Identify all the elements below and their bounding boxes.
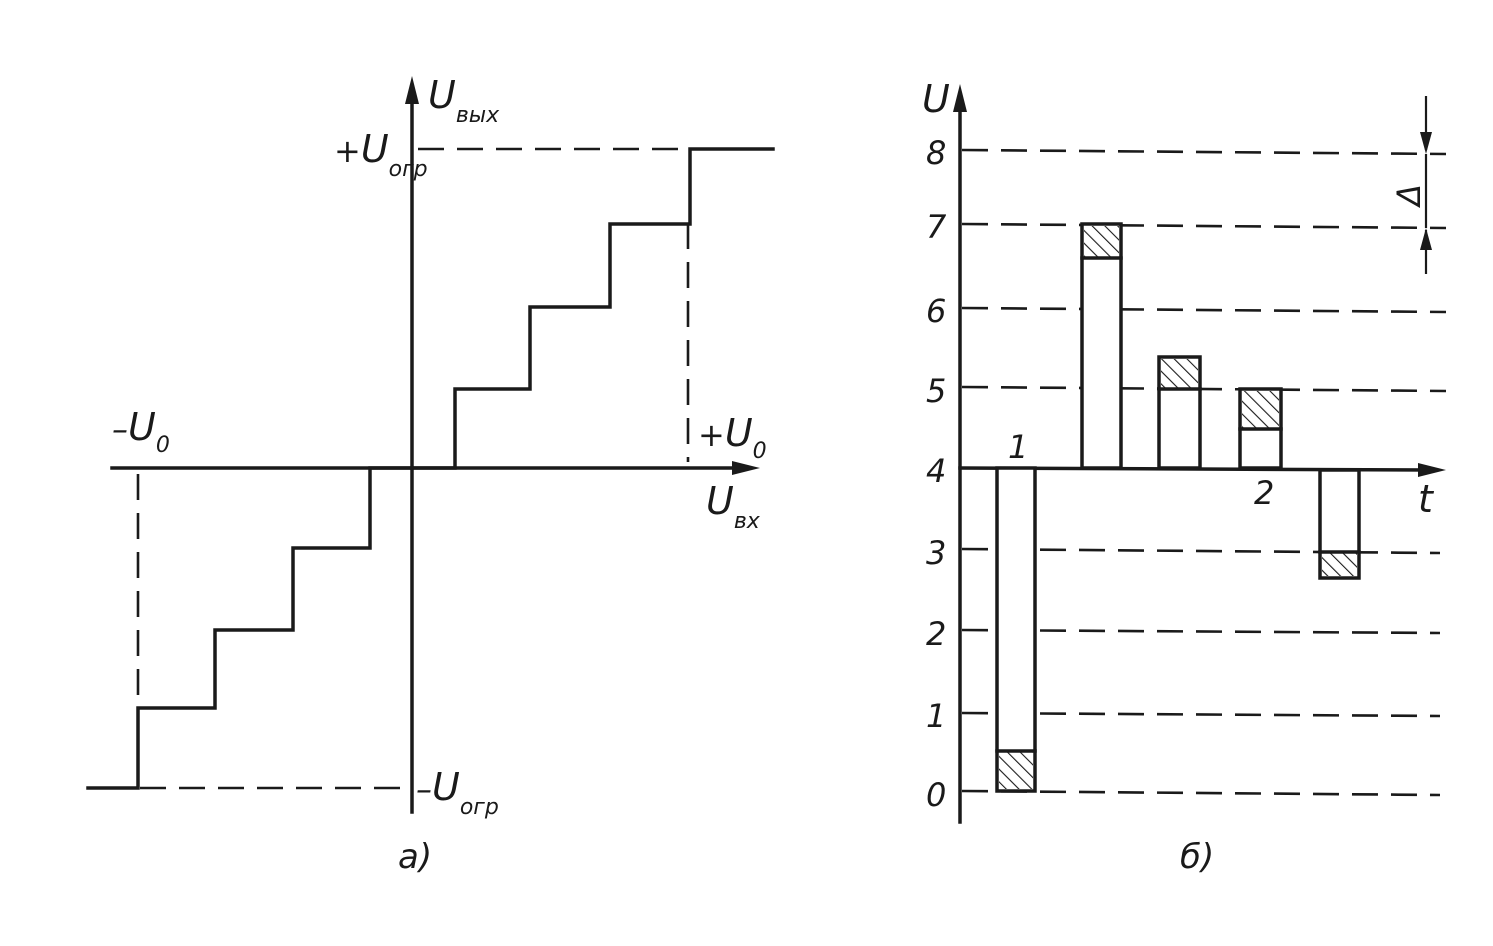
b-tick-1: 1 xyxy=(926,697,946,735)
b-level-line-5 xyxy=(961,385,1447,393)
b-tick-4: 4 xyxy=(926,452,946,490)
a-x-axis-label: Uвх xyxy=(706,479,761,534)
b-time-axis-arrow xyxy=(1418,463,1446,477)
b-pulse-marker-2: 2 xyxy=(1254,474,1274,512)
b-time-axis-label: t xyxy=(1418,477,1435,521)
a-caption: а) xyxy=(398,837,432,877)
a-neg-threshold-label: –U0 xyxy=(112,405,170,458)
b-tick-3: 3 xyxy=(926,534,946,572)
b-tick-7: 7 xyxy=(926,208,947,246)
b-level-line-6 xyxy=(961,306,1447,314)
b-pulse-2-error-zone xyxy=(1242,391,1279,428)
b-level-line-0 xyxy=(961,789,1441,797)
a-positive-staircase xyxy=(410,147,775,470)
b-caption: б) xyxy=(1180,837,1214,877)
b-delta-top-arrowhead xyxy=(1420,132,1432,154)
b-tick-6: 6 xyxy=(926,292,946,330)
b-pulse-1 xyxy=(995,466,1037,793)
b-tick-5: 5 xyxy=(926,372,946,410)
b-y-axis-arrow xyxy=(953,84,967,112)
b-level-line-7 xyxy=(961,222,1447,230)
a-pos-threshold-label: +U0 xyxy=(698,411,767,464)
a-x-axis-arrow xyxy=(732,461,760,475)
diagram-a: Uвых Uвх +Uогр –Uогр +U0 –U0 а) xyxy=(86,73,775,877)
b-level-line-8 xyxy=(961,148,1447,156)
b-y-axis-label: U xyxy=(922,77,950,121)
a-pos-limit-label: +Uогр xyxy=(334,127,428,182)
b-pulse-level-5-upper-error-zone xyxy=(1161,359,1198,388)
b-pulse-level-7 xyxy=(1080,222,1123,470)
b-tick-2: 2 xyxy=(926,615,946,653)
diagram-b: Δ 0 1 2 3 4 5 6 7 8 U t 1 2 б) xyxy=(922,77,1447,877)
b-level-line-2 xyxy=(961,628,1441,635)
a-y-axis-label: Uвых xyxy=(428,73,500,128)
b-level-line-1 xyxy=(961,711,1441,718)
b-pulse-level-7-error-zone xyxy=(1084,226,1119,257)
b-pulse-marker-1: 1 xyxy=(1008,428,1028,466)
a-y-axis-arrow xyxy=(405,76,419,104)
b-delta-bottom-arrowhead xyxy=(1420,228,1432,250)
b-tick-0: 0 xyxy=(926,776,946,814)
b-pulse-level-3-error-zone xyxy=(1322,553,1357,576)
a-negative-staircase xyxy=(86,466,414,790)
a-neg-limit-label: –Uогр xyxy=(416,765,499,820)
b-pulse-1-error-zone xyxy=(999,751,1033,789)
b-delta-label: Δ xyxy=(1390,184,1428,209)
b-tick-8: 8 xyxy=(926,134,946,172)
